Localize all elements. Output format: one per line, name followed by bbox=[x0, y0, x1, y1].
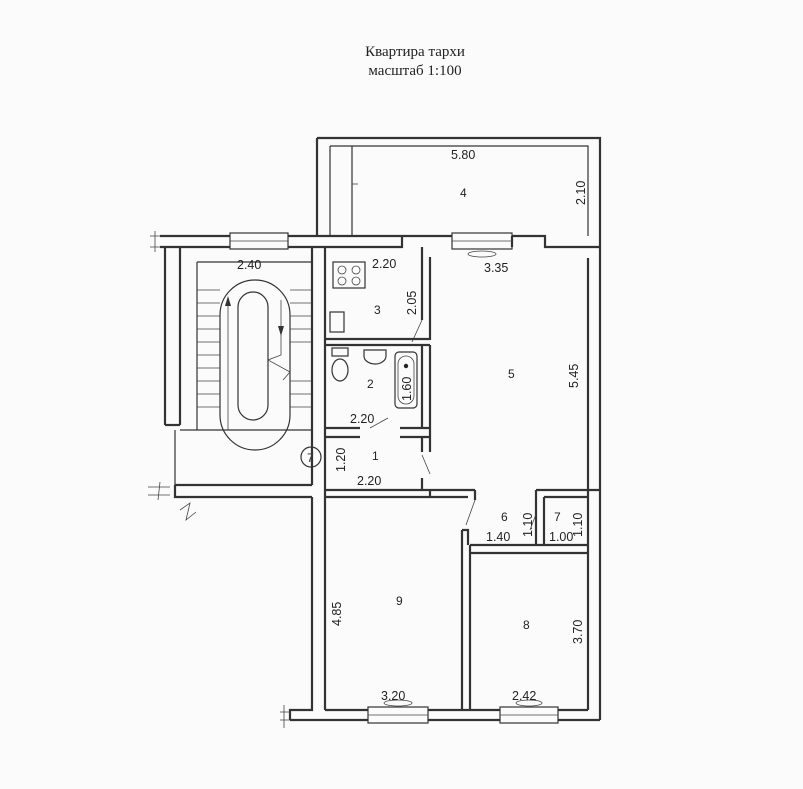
room-3-label: 3 bbox=[374, 303, 381, 317]
room-7-depth-dim: 1.10 bbox=[571, 513, 585, 537]
room-labels: 1 2 3 4 5 6 7 8 9 bbox=[367, 186, 561, 632]
plan-title: Квартира тархи bbox=[365, 44, 465, 60]
room-1-width-dim: 2.20 bbox=[357, 474, 381, 488]
interior-walls bbox=[310, 247, 600, 710]
staircase: 7 bbox=[174, 261, 322, 485]
room-7-label: 7 bbox=[554, 510, 561, 524]
room-1-depth-dim: 1.20 bbox=[334, 448, 348, 472]
room-3-depth-dim: 2.05 bbox=[405, 291, 419, 315]
room-3-width-dim: 2.20 bbox=[372, 257, 396, 271]
stove-icon bbox=[332, 261, 366, 289]
entrance-marker-label: 7 bbox=[307, 451, 314, 465]
room-8-depth-dim: 3.70 bbox=[571, 620, 585, 644]
bath-length-dim: 1.60 bbox=[400, 377, 414, 401]
stair-width-dim: 2.40 bbox=[237, 258, 261, 272]
toilet-icon bbox=[331, 358, 349, 382]
room-9-depth-dim: 4.85 bbox=[330, 602, 344, 626]
room-6-label: 6 bbox=[501, 510, 508, 524]
room-6-width-dim: 1.40 bbox=[486, 530, 510, 544]
kitchen-sink-icon bbox=[329, 311, 345, 333]
break-marks bbox=[148, 231, 290, 728]
dimensions: 2.40 5.80 2.10 2.20 2.05 3.35 5.45 1.60 … bbox=[237, 148, 588, 703]
room-4-depth-dim: 2.10 bbox=[574, 181, 588, 205]
room-5-width-dim: 3.35 bbox=[484, 261, 508, 275]
washbasin-icon bbox=[363, 349, 387, 365]
room-7-width-dim: 1.00 bbox=[549, 530, 573, 544]
room-4-label: 4 bbox=[460, 186, 467, 200]
fixtures bbox=[329, 261, 418, 409]
room-8-width-dim: 2.42 bbox=[512, 689, 536, 703]
plan-scale: масштаб 1:100 bbox=[368, 63, 462, 79]
balcony-walls bbox=[315, 136, 602, 236]
room-5-label: 5 bbox=[508, 367, 515, 381]
room-9-label: 9 bbox=[396, 594, 403, 608]
room-2-label: 2 bbox=[367, 377, 374, 391]
room-5-depth-dim: 5.45 bbox=[567, 364, 581, 388]
room-1-label: 1 bbox=[372, 449, 379, 463]
room-2-width-dim: 2.20 bbox=[350, 412, 374, 426]
room-8-label: 8 bbox=[523, 618, 530, 632]
room-6-depth-dim: 1.10 bbox=[521, 513, 535, 537]
windows bbox=[229, 232, 559, 724]
room-4-width-dim: 5.80 bbox=[451, 148, 475, 162]
bathtub-icon bbox=[394, 351, 418, 409]
room-9-width-dim: 3.20 bbox=[381, 689, 405, 703]
